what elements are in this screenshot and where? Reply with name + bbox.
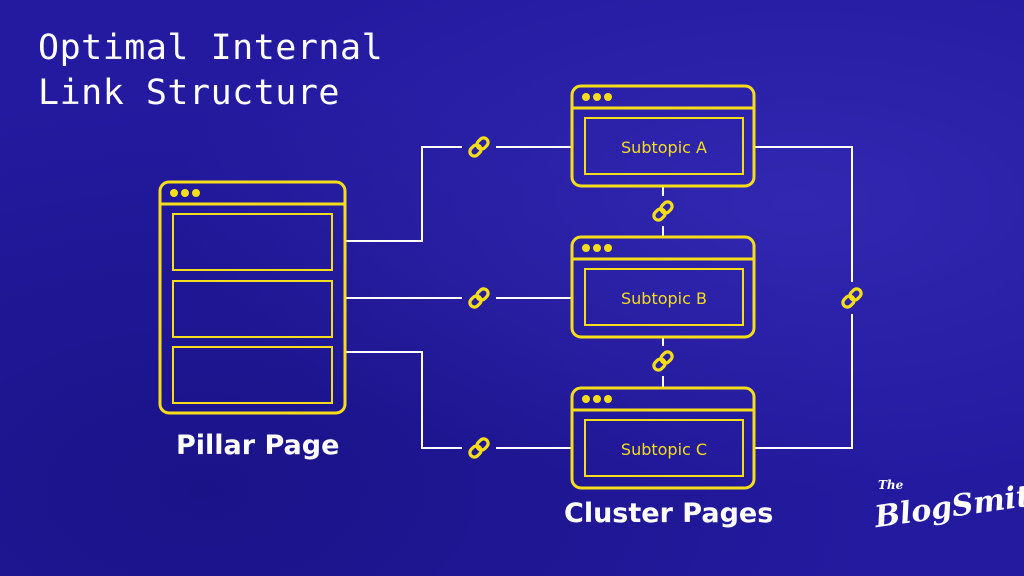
connector-a-to-c-top: [755, 146, 853, 282]
pillar-page-window: [158, 180, 347, 415]
subtopic-b-label: Subtopic B: [621, 289, 707, 308]
connector-a-to-c-bottom: [755, 314, 853, 449]
link-chain-icon: [468, 437, 490, 459]
window-dots-icon: [170, 189, 200, 197]
cluster-page-a-window: Subtopic A: [570, 84, 756, 188]
link-chain-icon: [652, 350, 674, 372]
link-chain-icon: [841, 287, 863, 309]
link-chain-icon: [468, 287, 490, 309]
cluster-page-b-window: Subtopic B: [570, 235, 756, 339]
connector-pillar-to-a: [345, 146, 462, 242]
cluster-pages-label: Cluster Pages: [564, 498, 774, 529]
window-dots-icon: [582, 244, 612, 252]
logo-small-text: The: [878, 478, 904, 492]
pillar-section-2: [172, 280, 333, 338]
pillar-section-1: [172, 213, 333, 271]
pillar-page-label: Pillar Page: [176, 430, 340, 461]
page-title: Optimal Internal Link Structure: [38, 26, 383, 116]
title-line-2: Link Structure: [38, 73, 341, 113]
pillar-section-3: [172, 346, 333, 404]
cluster-page-c-window: Subtopic C: [570, 386, 756, 490]
window-dots-icon: [582, 395, 612, 403]
title-line-1: Optimal Internal: [38, 28, 384, 68]
subtopic-a-label: Subtopic A: [621, 138, 707, 157]
connector-pillar-to-c: [345, 351, 462, 449]
window-dots-icon: [582, 93, 612, 101]
link-chain-icon: [652, 200, 674, 222]
connector-lines: [345, 146, 853, 449]
link-chain-icon: [468, 136, 490, 158]
subtopic-c-label: Subtopic C: [621, 440, 707, 459]
